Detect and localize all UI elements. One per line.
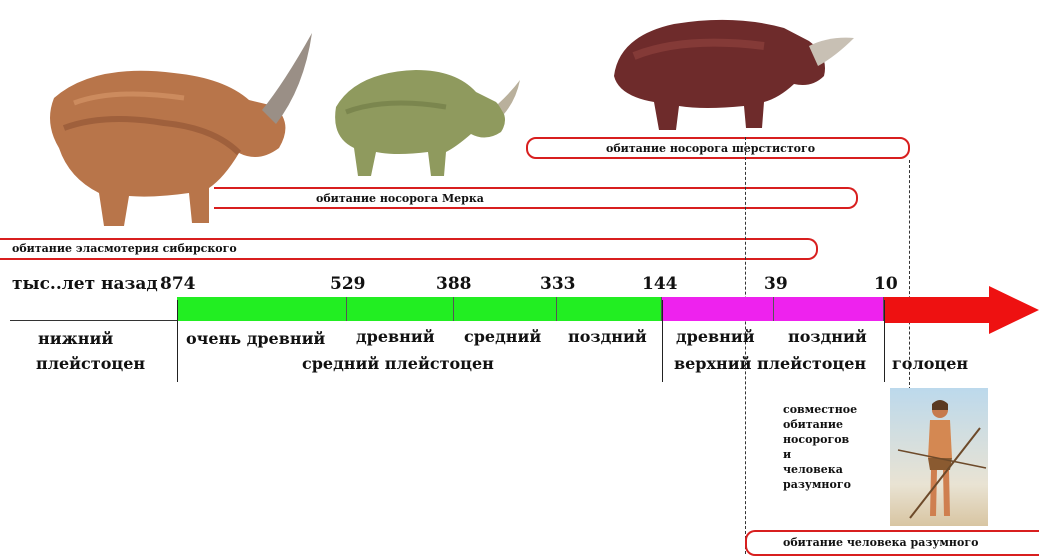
- timeline-arrow: [884, 286, 1039, 334]
- tick-10: 10: [874, 274, 898, 294]
- tick-39: 39: [764, 274, 788, 294]
- woolly-rhino-illustration: [614, 19, 854, 130]
- timeline-baseline: [10, 320, 180, 321]
- tick-144: 144: [642, 274, 678, 294]
- woolly-rhino-range: [526, 137, 910, 159]
- separator-874: [177, 300, 178, 382]
- merck-rhino-range-label: обитание носорога Мерка: [316, 192, 484, 205]
- tick-388: 388: [436, 274, 472, 294]
- note-line: разумного: [783, 478, 851, 491]
- epoch-holocene: голоцен: [892, 354, 969, 373]
- label-late: поздний: [568, 327, 647, 346]
- label-middle: средний: [464, 327, 542, 346]
- note-line: человека: [783, 463, 843, 476]
- cohabitation-note: совместное обитание носорогов и человека…: [783, 402, 857, 492]
- elasmotherium-illustration: [50, 33, 312, 227]
- woolly-rhino-range-label: обитание носорога шерстистого: [606, 142, 816, 155]
- merck-rhino-range: [214, 187, 858, 209]
- segment-upper-ancient: [662, 297, 774, 321]
- human-hunter-illustration: [890, 388, 988, 526]
- segment-upper-late: [774, 297, 884, 321]
- note-line: и: [783, 448, 792, 461]
- label-very-ancient: очень древний: [186, 329, 326, 348]
- elasmotherium-range: [0, 238, 818, 260]
- segment-very-ancient: [177, 297, 347, 321]
- separator-10: [884, 300, 885, 382]
- label-upper-ancient: древний: [676, 327, 755, 346]
- segment-middle: [454, 297, 557, 321]
- segment-ancient: [347, 297, 454, 321]
- dashed-guide-10: [909, 160, 910, 390]
- epoch-middle: средний плейстоцен: [302, 354, 494, 373]
- label-ancient: древний: [356, 327, 435, 346]
- epoch-upper: верхний плейстоцен: [674, 354, 867, 373]
- note-line: носорогов: [783, 433, 850, 446]
- separator-144: [662, 300, 663, 382]
- human-range-label: обитание человека разумного: [783, 536, 979, 549]
- elasmotherium-range-label: обитание эласмотерия сибирского: [12, 242, 237, 255]
- segment-late: [557, 297, 662, 321]
- merck-rhino-illustration: [335, 70, 520, 176]
- tick-333: 333: [540, 274, 576, 294]
- note-line: обитание: [783, 418, 843, 431]
- unit-label: тыс..лет назад: [12, 274, 158, 294]
- tick-529: 529: [330, 274, 366, 294]
- label-upper-late: поздний: [788, 327, 867, 346]
- note-line: совместное: [783, 403, 858, 416]
- tick-874: 874: [160, 274, 196, 294]
- epoch-lower-line2: плейстоцен: [36, 354, 146, 373]
- dashed-guide-39: [745, 137, 746, 554]
- epoch-lower-line1: нижний: [38, 329, 114, 348]
